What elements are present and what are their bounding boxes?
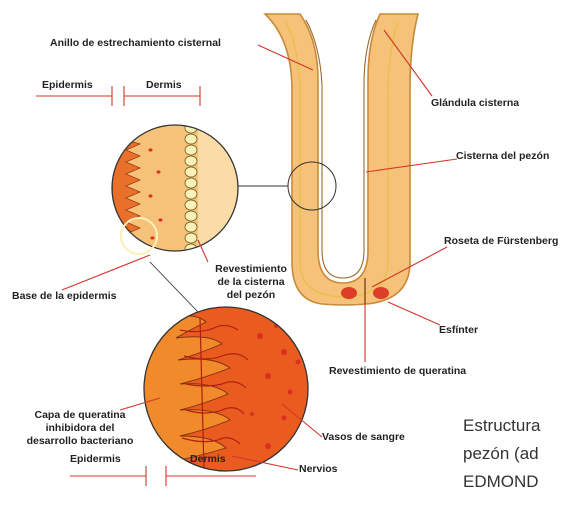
label-epidermis-bottom: Epidermis [70,453,121,465]
caption-line-1: Estructura [463,416,541,435]
label-cisterna: Cisterna del pezón [456,150,549,162]
label-revestimiento-3: del pezón [227,289,275,301]
rosette-left [341,287,357,299]
label-esfinter: Esfínter [439,324,478,336]
magnified-wall-detail [100,120,288,260]
label-revestimiento-1: Revestimiento [215,263,287,275]
label-capa-3: desarrollo bacteriano [27,435,134,447]
label-dermis-top: Dermis [146,79,182,91]
caption-line-3: EDMOND [463,472,539,491]
label-nervios: Nervios [299,463,338,475]
caption-line-2: pezón (ad [463,444,539,463]
label-capa-1: Capa de queratina [34,409,125,421]
teat-outer-wall [265,14,418,305]
label-glandula: Glándula cisterna [431,97,519,109]
label-anillo: Anillo de estrechamiento cisternal [50,37,221,49]
label-dermis-bottom: Dermis [190,453,226,465]
label-revestimiento-2: de la cisterna [217,276,284,288]
rosette-right [373,287,389,299]
label-epidermis-top: Epidermis [42,79,93,91]
teat-cross-section [265,14,418,305]
label-capa-2: inhibidora del [46,422,115,434]
caption: Estructura pezón (ad EDMOND [463,416,541,491]
label-base-epidermis: Base de la epidermis [12,290,117,302]
label-queratina: Revestimiento de queratina [329,365,466,377]
label-roseta: Roseta de Fürstenberg [444,235,558,247]
label-vasos: Vasos de sangre [322,431,405,443]
